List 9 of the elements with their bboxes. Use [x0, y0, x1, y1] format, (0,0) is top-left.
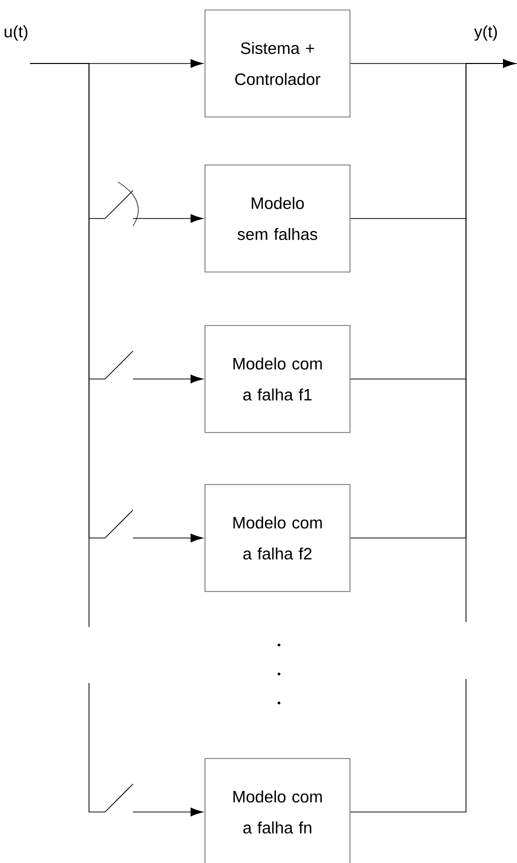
block-box: Modelo sem falhas [204, 164, 350, 272]
signal-label: u(t) [4, 25, 28, 41]
arrow [350, 59, 516, 812]
block-box: Sistema + Controlador [204, 10, 350, 118]
block-box: Modelo com a falha f2 [204, 484, 350, 592]
block-box: Modelo com a falha f1 [204, 325, 350, 433]
signal-label: y(t) [474, 25, 497, 41]
arrow [30, 63, 204, 816]
block-box: Modelo com a falha fn [204, 758, 350, 863]
